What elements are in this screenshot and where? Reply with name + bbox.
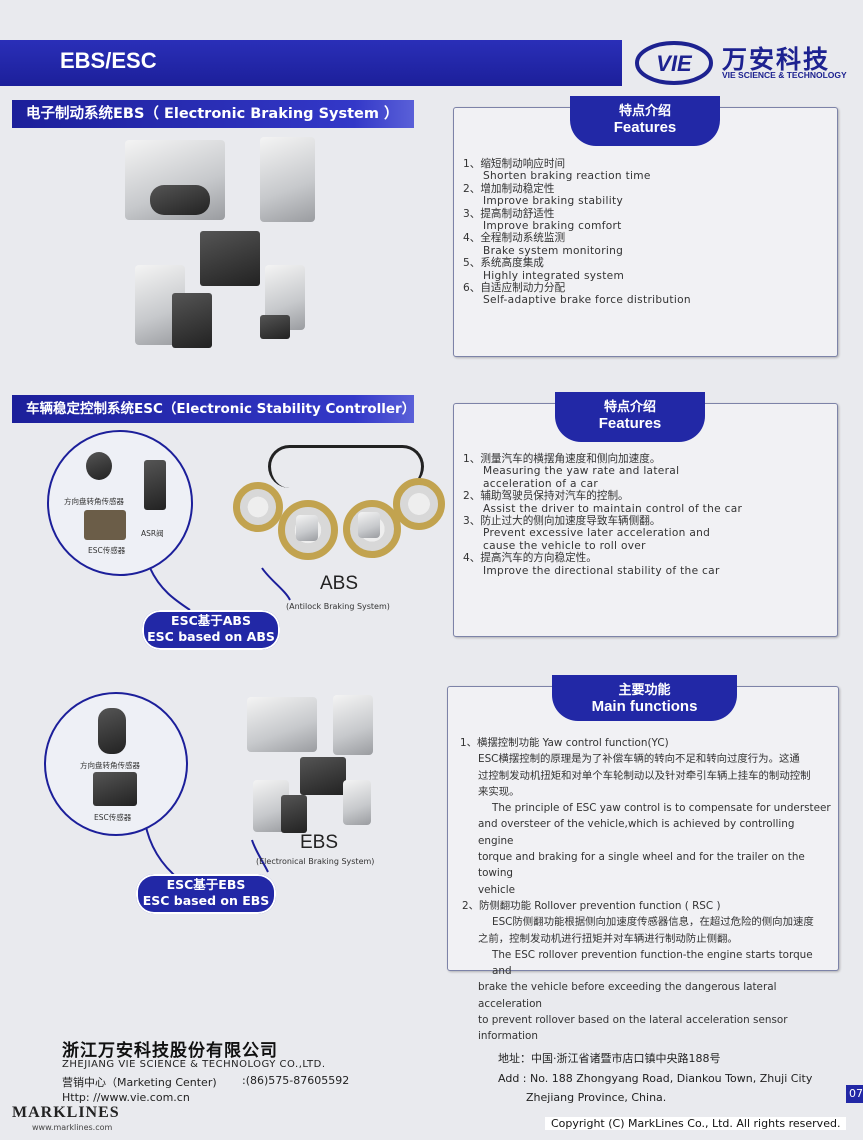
ebs-features-panel <box>453 107 838 357</box>
marklines-url: www.marklines.com <box>32 1123 113 1132</box>
esc-abs-badge: ESC基于ABS ESC based on ABS <box>142 610 280 650</box>
text-line: 1、横摆控制功能 Yaw control function(YC) <box>460 737 669 749</box>
ebs-features-title-en: Features <box>613 119 677 136</box>
vie-logo-icon: VIE <box>635 41 713 85</box>
abs-subtitle: (Antilock Braking System) <box>286 602 390 611</box>
main-functions-body: 1、横摆控制功能 Yaw control function(YC) ESC横摆控… <box>460 735 832 1045</box>
text-line: 之前，控制发动机进行扭矩并对车辆进行制动防止侧翻。 <box>478 932 738 945</box>
header-band <box>0 40 622 86</box>
ebs-features-title-cn: 特点介绍 <box>618 104 671 119</box>
esc-ebs-badge: ESC基于EBS ESC based on EBS <box>136 874 276 914</box>
text-line: The ESC rollover prevention function-the… <box>492 948 813 978</box>
footer-address-en-1: Add : No. 188 Zhongyang Road, Diankou To… <box>498 1072 813 1085</box>
esc-abs-badge-cn: ESC基于ABS <box>171 613 251 628</box>
list-item: 3、防止过大的侧向加速度导致车辆侧翻。Prevent excessive lat… <box>463 515 711 552</box>
main-functions-panel <box>447 686 839 971</box>
footer-company-en: ZHEJIANG VIE SCIENCE & TECHNOLOGY CO.,LT… <box>62 1059 326 1070</box>
steering-sensor-image <box>86 452 112 480</box>
footer-marketing: 营销中心（Marketing Center) <box>62 1076 217 1089</box>
footer-website: Http: //www.vie.com.cn <box>62 1091 190 1104</box>
list-item: 4、提高汽车的方向稳定性。Improve the directional sta… <box>463 552 720 577</box>
text-line: 来实现。 <box>478 785 520 798</box>
logo-company-cn: 万安科技 <box>722 45 831 74</box>
esc-features-panel <box>453 403 838 637</box>
ebs-features-tab: 特点介绍 Features <box>570 96 720 146</box>
main-functions-title-cn: 主要功能 <box>618 683 671 698</box>
text-line: brake the vehicle before exceeding the d… <box>478 981 777 1010</box>
main-functions-tab: 主要功能 Main functions <box>552 675 737 721</box>
text-line: ESC防侧翻功能根据侧向加速度传感器信息，在超过危险的侧向加速度 <box>492 916 814 929</box>
ebs-subtitle: (Electronical Braking System) <box>256 857 375 866</box>
page-number: 07 <box>846 1085 863 1103</box>
esc-features-title-en: Features <box>598 415 662 432</box>
esc-abs-badge-en: ESC based on ABS <box>147 629 275 644</box>
ebs-system-photo <box>245 695 385 840</box>
text-line: to prevent rollover based on the lateral… <box>478 1014 788 1043</box>
logo-mark: VIE <box>656 51 693 76</box>
text-line: torque and braking for a single wheel an… <box>478 851 805 880</box>
footer-address-en-2: Zhejiang Province, China. <box>526 1091 667 1104</box>
list-item: 1、测量汽车的横摆角速度和侧向加速度。Measuring the yaw rat… <box>463 453 680 490</box>
esc-ebs-badge-en: ESC based on EBS <box>142 893 270 908</box>
text-line: ESC横摆控制的原理是为了补偿车辆的转向不足和转向过度行为。这通 <box>478 753 800 766</box>
steering-sensor-image-2 <box>98 708 126 754</box>
esc-feature-list: 1、测量汽车的横摆角速度和侧向加速度。Measuring the yaw rat… <box>463 453 828 577</box>
abs-system-photo <box>228 440 448 575</box>
esc-sensor-label-2: ESC传感器 <box>94 813 132 822</box>
footer-address-cn: 地址：中国·浙江省诸暨市店口镇中央路188号 <box>498 1052 721 1065</box>
page-title: EBS/ESC <box>60 48 157 73</box>
steering-sensor-label-2: 方向盘转角传感器 <box>80 761 140 770</box>
asr-valve-label: ASR阀 <box>141 529 164 538</box>
esc-ebs-badge-cn: ESC基于EBS <box>166 877 246 892</box>
esc-sensor-label: ESC传感器 <box>88 546 126 555</box>
list-item: 2、辅助驾驶员保持对汽车的控制。Assist the driver to mai… <box>463 490 743 515</box>
logo-company-en: VIE SCIENCE & TECHNOLOGY <box>722 70 847 80</box>
text-line: 过控制发动机扭矩和对单个车轮制动以及针对牵引车辆上挂车的制动控制 <box>478 769 811 782</box>
footer-company-cn: 浙江万安科技股份有限公司 <box>62 1041 278 1061</box>
ebs-title: EBS <box>300 832 339 853</box>
esc-sensor-image <box>84 510 126 540</box>
footer-phone: :(86)575-87605592 <box>242 1074 350 1087</box>
text-line: and oversteer of the vehicle,which is ac… <box>478 818 795 847</box>
asr-valve-image <box>144 460 166 510</box>
abs-sensor-circle <box>47 430 193 576</box>
text-line: 2、防侧翻功能 Rollover prevention function ( R… <box>462 899 721 912</box>
esc-features-tab: 特点介绍 Features <box>555 392 705 442</box>
abs-title: ABS <box>320 573 359 594</box>
text-line: The principle of ESC yaw control is to c… <box>492 802 831 815</box>
steering-sensor-label: 方向盘转角传感器 <box>64 497 124 506</box>
esc-sensor-image-2 <box>93 772 137 806</box>
text-line: vehicle <box>478 883 516 896</box>
marklines-logo: MARKLINES <box>12 1104 120 1121</box>
ebs-product-photo <box>120 135 330 355</box>
main-functions-title-en: Main functions <box>591 698 698 715</box>
ebs-section-title: 电子制动系统EBS（ Electronic Braking System ） <box>12 100 414 128</box>
esc-features-title-cn: 特点介绍 <box>603 400 656 415</box>
esc-section-title: 车辆稳定控制系统ESC（Electronic Stability Control… <box>12 395 415 423</box>
copyright-notice: Copyright (C) MarkLines Co., Ltd. All ri… <box>545 1117 847 1130</box>
